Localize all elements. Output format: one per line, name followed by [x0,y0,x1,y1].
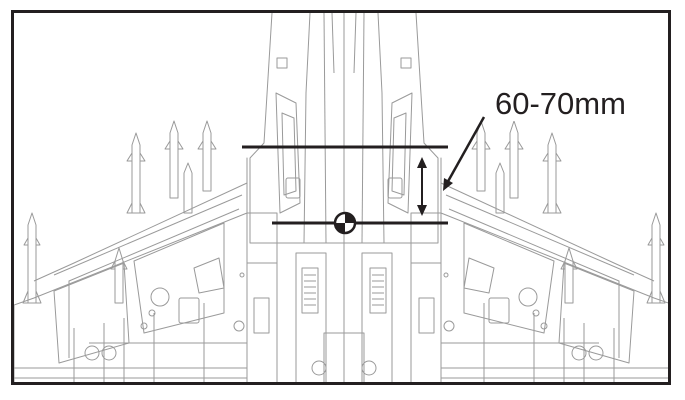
left-wing [14,157,278,382]
aircraft-underside-drawing [14,13,668,382]
leader-line [444,116,486,186]
left-missiles [22,120,217,304]
right-missiles [471,120,666,304]
right-wing [410,157,668,382]
diagram-frame: 60-70mm [11,10,671,385]
cg-measurement [242,116,486,225]
balance-point-icon [333,211,357,235]
measurement-label: 60-70mm [492,87,629,121]
fuselage [249,13,439,382]
